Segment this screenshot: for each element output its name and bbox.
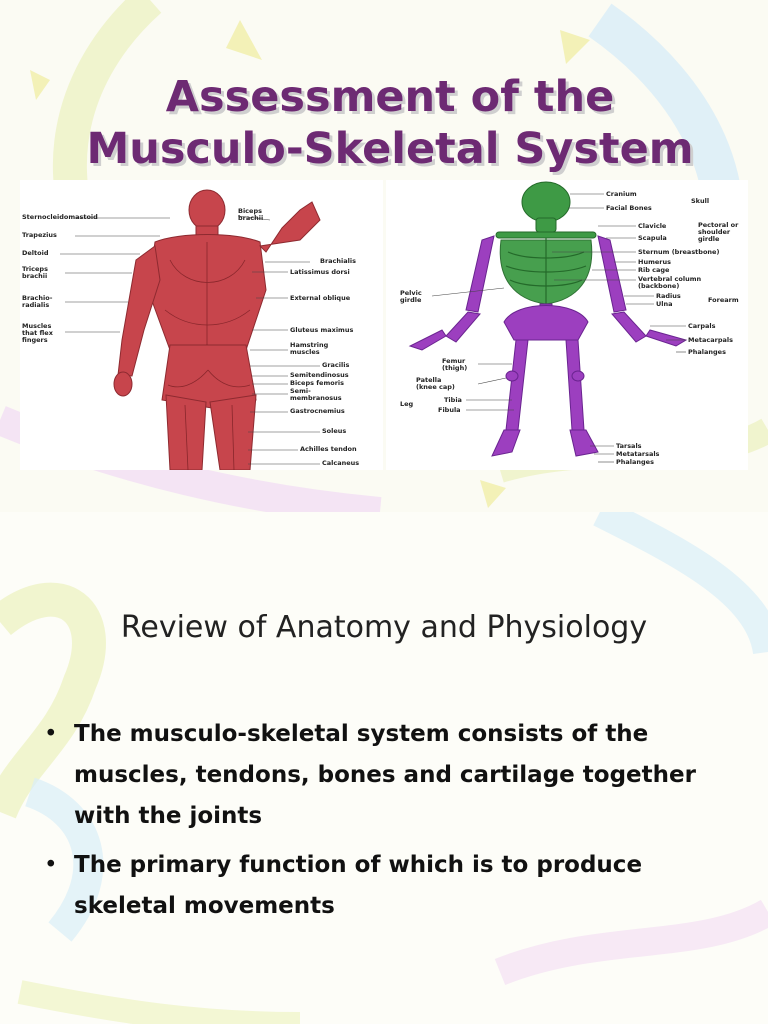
label-metatarsals: Metatarsals	[616, 450, 660, 458]
bullet-marker: •	[44, 721, 58, 747]
label-gracilis: Gracilis	[322, 361, 350, 369]
label-clavicle: Clavicle	[638, 222, 667, 230]
muscle-diagram: Sternocleidomastoid Trapezius Deltoid Tr…	[20, 180, 383, 470]
skeleton-diagram: Cranium Facial Bones Skull Clavicle Scap…	[386, 180, 748, 470]
label-semitendinosus: Semitendinosus	[290, 371, 349, 379]
label-radius: Radius	[656, 292, 681, 300]
label-tibia: Tibia	[444, 396, 462, 404]
label-hamstring-muscles: Hamstring muscles	[290, 341, 329, 356]
label-facial-bones: Facial Bones	[606, 204, 652, 212]
label-humerus: Humerus	[638, 258, 671, 266]
slide-2-title: Review of Anatomy and Physiology	[120, 610, 648, 645]
bullet-item: • The musculo-skeletal system consists o…	[44, 714, 724, 837]
label-pectoral-girdle: Pectoral or shoulder girdle	[698, 221, 739, 243]
label-biceps-femoris: Biceps femoris	[290, 379, 345, 387]
label-vertebral-column: Vertebral column (backbone)	[638, 275, 702, 290]
decorative-swirls	[0, 512, 768, 1024]
bullet-marker: •	[44, 852, 58, 878]
label-brachialis: Brachialis	[320, 257, 356, 265]
label-tarsals: Tarsals	[616, 442, 642, 450]
label-scapula: Scapula	[638, 234, 667, 242]
bullet-text: The musculo-skeletal system consists of …	[74, 721, 696, 829]
label-patella: Patella (knee cap)	[416, 376, 455, 391]
label-leg: Leg	[400, 400, 414, 408]
label-calcaneus: Calcaneus	[322, 459, 360, 467]
label-metacarpals: Metacarpals	[688, 336, 733, 344]
label-sternocleidomastoid: Sternocleidomastoid	[22, 213, 98, 221]
label-forearm: Forearm	[708, 296, 739, 304]
label-semimembranosus: Semi- membranosus	[290, 387, 342, 402]
slide-2: Review of Anatomy and Physiology • The m…	[0, 512, 768, 1024]
label-fibula: Fibula	[438, 406, 461, 414]
label-soleus: Soleus	[322, 427, 347, 435]
label-deltoid: Deltoid	[22, 249, 49, 257]
label-carpals: Carpals	[688, 322, 716, 330]
label-biceps-brachii: Biceps brachii	[238, 207, 264, 222]
label-trapezius: Trapezius	[22, 231, 57, 239]
bullet-item: • The primary function of which is to pr…	[44, 845, 724, 927]
label-gluteus-maximus: Gluteus maximus	[290, 326, 354, 334]
bullet-list: • The musculo-skeletal system consists o…	[44, 714, 724, 935]
label-femur: Femur (thigh)	[442, 357, 468, 372]
label-brachioradialis: Brachio- radialis	[22, 294, 53, 309]
label-gastrocnemius: Gastrocnemius	[290, 407, 345, 415]
slide-title-line-2: Musculo-Skeletal System	[86, 124, 694, 174]
slide-1: Assessment of the Musculo-Skeletal Syste…	[0, 0, 768, 512]
label-rib-cage: Rib cage	[638, 266, 670, 274]
label-ulna: Ulna	[656, 300, 673, 308]
muscle-body-illustration	[60, 189, 321, 470]
label-achilles-tendon: Achilles tendon	[300, 445, 357, 453]
label-external-oblique: External oblique	[290, 294, 351, 302]
label-phalanges-hand: Phalanges	[688, 348, 726, 356]
label-sternum: Sternum (breastbone)	[638, 248, 720, 256]
label-triceps-brachii: Triceps brachii	[22, 265, 48, 280]
label-skull: Skull	[691, 197, 710, 205]
label-latissimus-dorsi: Latissimus dorsi	[290, 268, 350, 276]
slide-title-line-1: Assessment of the	[165, 72, 615, 122]
skeleton-illustration	[408, 181, 688, 463]
bullet-text: The primary function of which is to prod…	[74, 852, 643, 919]
label-cranium: Cranium	[606, 190, 637, 198]
label-phalanges-foot: Phalanges	[616, 458, 654, 466]
label-pelvic-girdle: Pelvic girdle	[400, 289, 422, 304]
label-finger-flexors: Muscles that flex fingers	[22, 322, 53, 344]
